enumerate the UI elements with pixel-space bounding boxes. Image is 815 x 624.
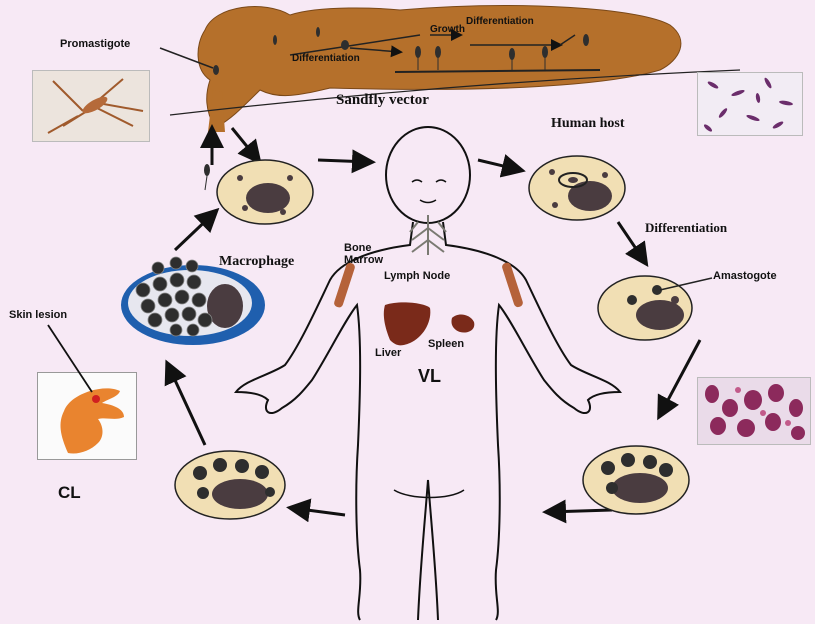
liver-label: Liver (375, 347, 401, 359)
macrophage-label: Macrophage (219, 254, 294, 270)
sandfly-vector-label: Sandfly vector (336, 92, 429, 109)
human-host-label: Human host (551, 116, 625, 132)
differentiation-top-label: Differentiation (466, 16, 534, 27)
growth-label: Growth (430, 24, 465, 35)
bone-marrow-label: Bone Marrow (344, 242, 383, 266)
differentiation-right-label: Differentiation (645, 220, 727, 236)
lymph-node-label: Lymph Node (384, 270, 450, 282)
spleen-label: Spleen (428, 338, 464, 350)
differentiation-mid-label: Differentiation (292, 53, 360, 64)
cl-label: CL (58, 483, 81, 503)
promastigote-label: Promastigote (60, 38, 130, 50)
skin-lesion-label: Skin lesion (9, 309, 67, 321)
vl-label: VL (418, 366, 441, 387)
amastogote-label: Amastogote (713, 270, 777, 282)
